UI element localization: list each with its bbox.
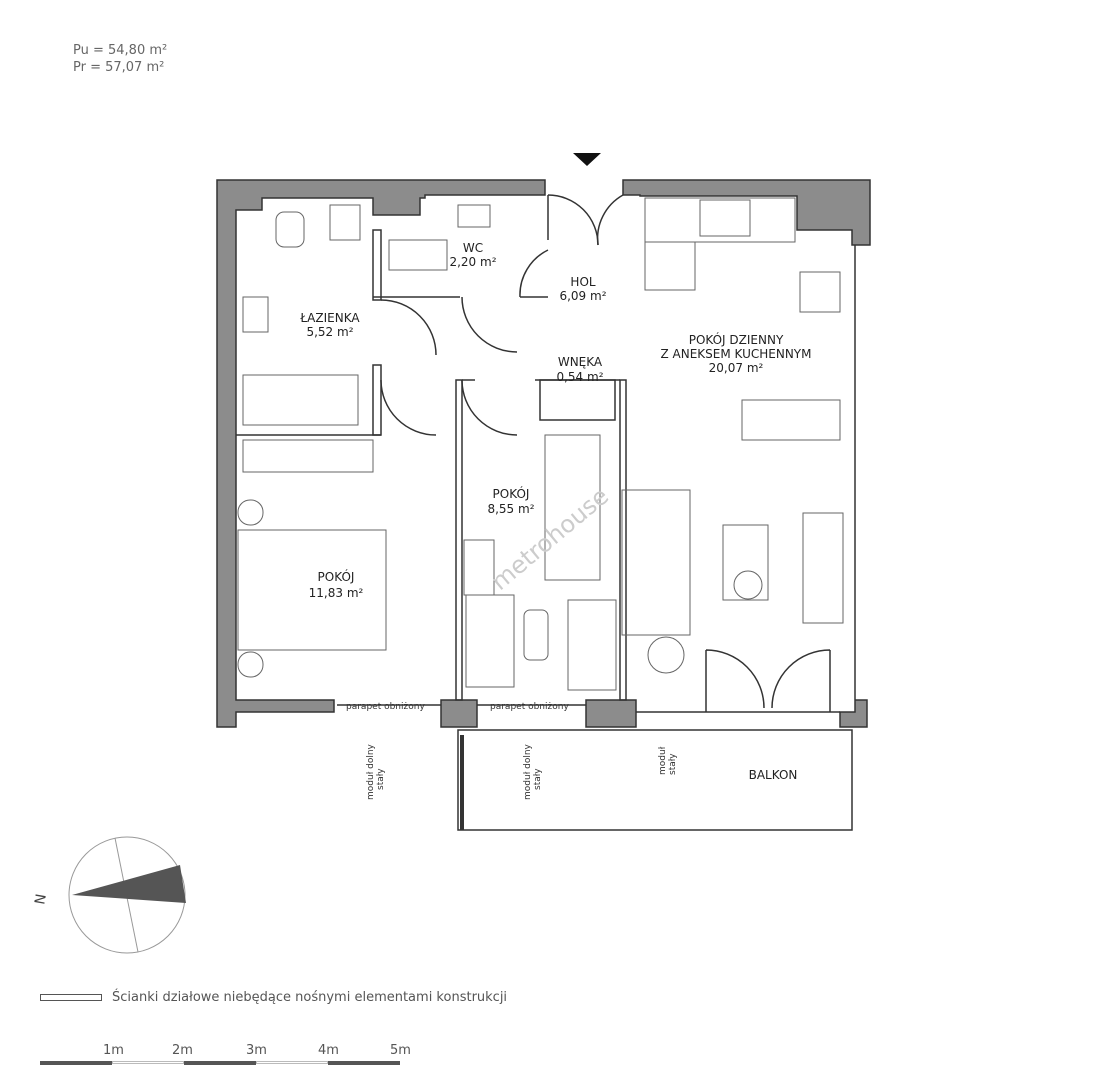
parapet-label-1: parapet obniżony xyxy=(346,702,425,712)
room-living-name2: Z ANEKSEM KUCHENNYM xyxy=(661,347,812,361)
scale-label: 5m xyxy=(390,1043,411,1058)
modul-dolny-label-2: moduł dolny stały xyxy=(523,743,543,800)
room-hol-area: 6,09 m² xyxy=(559,289,606,303)
svg-text:moduł: moduł xyxy=(658,746,668,775)
entrance-arrow-icon xyxy=(573,153,601,166)
area-summary: Pu = 54,80 m² Pr = 57,07 m² xyxy=(73,42,167,76)
svg-text:moduł dolny: moduł dolny xyxy=(523,743,533,800)
usable-area: Pu = 54,80 m² xyxy=(73,43,168,58)
room-pokoj-small-name: POKÓJ xyxy=(493,486,530,501)
svg-text:stały: stały xyxy=(668,753,678,775)
svg-text:stały: stały xyxy=(533,768,543,790)
room-lazienka-area: 5,52 m² xyxy=(306,325,353,339)
room-living-name: POKÓJ DZIENNY xyxy=(689,332,784,347)
legend-text: Ścianki działowe niebędące nośnymi eleme… xyxy=(112,990,508,1005)
scale-label: 4m xyxy=(318,1043,339,1058)
room-living-area: 20,07 m² xyxy=(709,361,764,375)
room-pokoj-large-area: 11,83 m² xyxy=(309,586,364,600)
total-area: Pr = 57,07 m² xyxy=(73,60,165,75)
room-wc-name: WC xyxy=(463,241,483,255)
svg-text:moduł dolny: moduł dolny xyxy=(366,743,376,800)
modul-label: moduł stały xyxy=(658,746,678,775)
partition-wall-swatch xyxy=(40,994,102,1001)
room-pokoj-small-area: 8,55 m² xyxy=(487,502,534,516)
room-balkon-name: BALKON xyxy=(749,768,798,782)
load-bearing-walls xyxy=(216,179,871,728)
room-hol-name: HOL xyxy=(570,275,595,289)
room-wneka-name: WNĘKA xyxy=(558,355,603,369)
legend: Ścianki działowe niebędące nośnymi eleme… xyxy=(40,990,507,1005)
svg-text:stały: stały xyxy=(376,768,386,790)
parapet-label-2: parapet obniżony xyxy=(490,702,569,712)
compass-needle-icon xyxy=(72,865,186,903)
scale-label: 2m xyxy=(172,1043,193,1058)
furniture xyxy=(237,197,844,691)
room-wneka-area: 0,54 m² xyxy=(556,370,603,384)
scale-label: 1m xyxy=(103,1043,124,1058)
partition-walls xyxy=(236,194,853,831)
room-lazienka-name: ŁAZIENKA xyxy=(299,311,360,325)
compass: N xyxy=(32,836,186,954)
modul-dolny-label-1: moduł dolny stały xyxy=(366,743,386,800)
room-pokoj-large-name: POKÓJ xyxy=(318,569,355,584)
room-wc-area: 2,20 m² xyxy=(449,255,496,269)
scale-label: 3m xyxy=(246,1043,267,1058)
compass-north-label: N xyxy=(32,893,50,906)
room-labels: WC 2,20 m² HOL 6,09 m² ŁAZIENKA 5,52 m² … xyxy=(299,241,811,782)
